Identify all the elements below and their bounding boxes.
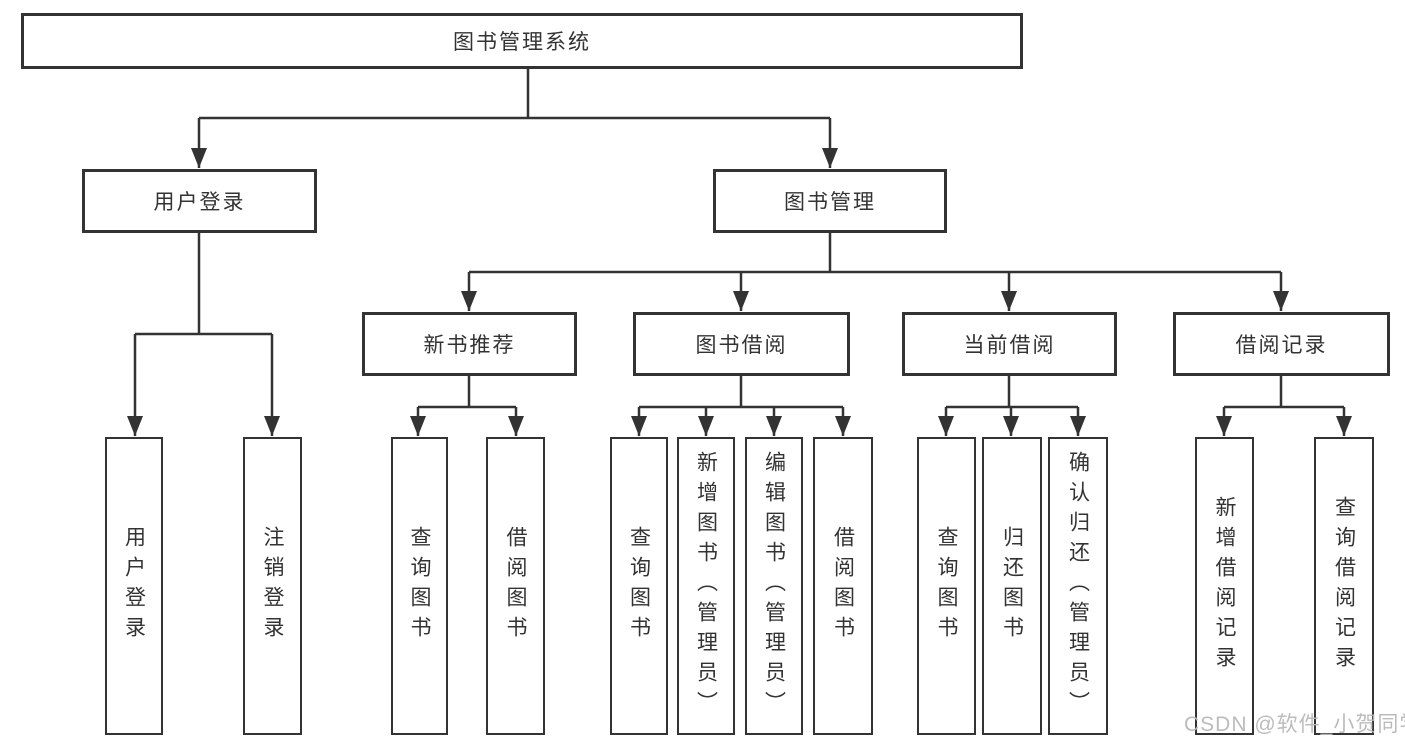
leaf-query-books-current: 查询图书	[917, 437, 976, 735]
leaf-query-books-recommend: 查询图书	[391, 437, 448, 735]
leaf-query-borrow-record: 查询借阅记录	[1314, 437, 1374, 735]
node-root: 图书管理系统	[21, 13, 1023, 69]
leaf-user-login-label: 用户登录	[122, 526, 146, 646]
leaf-logout: 注销登录	[243, 437, 302, 735]
node-new-book-recommend: 新书推荐	[362, 312, 577, 376]
leaf-confirm-return-admin-label: 确认归还（管理员）	[1066, 451, 1090, 721]
node-current-borrow-label: 当前借阅	[963, 334, 1056, 357]
leaf-add-borrow-record: 新增借阅记录	[1195, 437, 1254, 735]
leaf-query-borrow-record-label: 查询借阅记录	[1332, 496, 1356, 676]
leaf-borrow-books-recommend-label: 借阅图书	[504, 526, 527, 646]
node-book-management: 图书管理	[713, 169, 947, 233]
leaf-query-books-recommend-label: 查询图书	[408, 526, 431, 646]
leaf-edit-books-admin: 编辑图书（管理员）	[745, 437, 803, 735]
node-root-label: 图书管理系统	[453, 31, 591, 54]
leaf-query-books-borrow: 查询图书	[610, 437, 668, 735]
node-user-login-label: 用户登录	[153, 191, 246, 214]
node-book-borrow: 图书借阅	[633, 312, 850, 376]
node-book-management-label: 图书管理	[784, 191, 876, 214]
leaf-user-login: 用户登录	[105, 437, 163, 735]
leaf-confirm-return-admin: 确认归还（管理员）	[1048, 437, 1108, 735]
node-current-borrow: 当前借阅	[902, 312, 1117, 376]
leaf-query-books-current-label: 查询图书	[935, 526, 958, 646]
node-borrow-records: 借阅记录	[1173, 312, 1390, 376]
leaf-query-books-borrow-label: 查询图书	[627, 526, 651, 646]
leaf-return-books: 归还图书	[982, 437, 1042, 735]
node-borrow-records-label: 借阅记录	[1235, 334, 1328, 357]
leaf-borrow-books-label: 借阅图书	[831, 526, 855, 646]
leaf-borrow-books-recommend: 借阅图书	[486, 437, 545, 735]
node-new-book-recommend-label: 新书推荐	[423, 334, 516, 357]
leaf-return-books-label: 归还图书	[1000, 526, 1024, 646]
leaf-borrow-books: 借阅图书	[813, 437, 873, 735]
node-user-login: 用户登录	[82, 169, 317, 233]
csdn-watermark: CSDN @软件_小贺同学	[1184, 713, 1405, 736]
node-book-borrow-label: 图书借阅	[695, 334, 788, 357]
leaf-edit-books-admin-label: 编辑图书（管理员）	[762, 451, 786, 721]
leaf-logout-label: 注销登录	[261, 526, 284, 646]
leaf-add-borrow-record-label: 新增借阅记录	[1213, 496, 1236, 676]
leaf-add-books-admin-label: 新增图书（管理员）	[694, 451, 718, 721]
leaf-add-books-admin: 新增图书（管理员）	[677, 437, 735, 735]
